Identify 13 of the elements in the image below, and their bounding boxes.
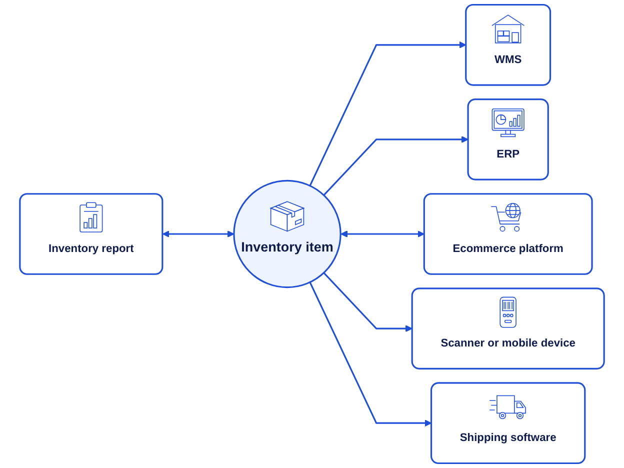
node-box: ERP [467,98,549,180]
arrow [323,136,468,196]
node-box: Inventory report [19,193,164,275]
arrow [309,282,432,427]
arrow [162,230,234,238]
node-box: Ecommerce platform [423,193,593,275]
arrow [340,230,424,238]
arrow [309,41,466,186]
node-circle: Inventory item [233,180,342,288]
node-box: Shipping software [430,382,586,464]
node-box: Scanner or mobile device [411,288,605,370]
node-box: WMS [465,4,552,86]
arrow [323,272,412,332]
